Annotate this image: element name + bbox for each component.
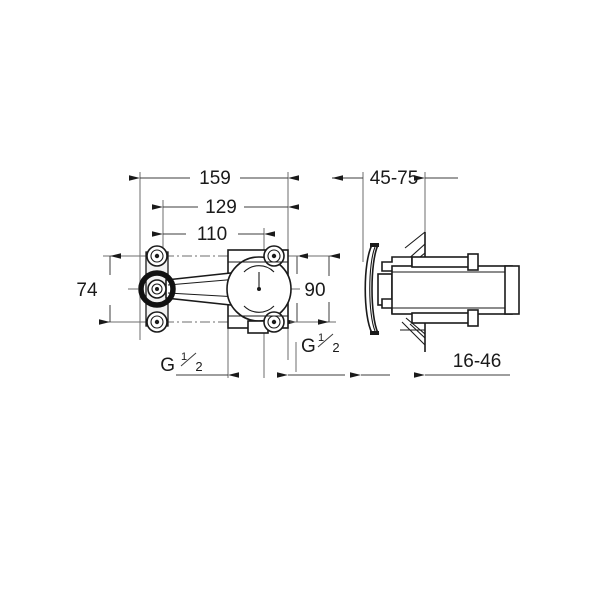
dimension-45-75: 45-75: [332, 168, 458, 262]
dimension-label-110: 110: [197, 224, 227, 245]
dimension-159: 159: [129, 168, 299, 189]
side-lower-rail: [411, 312, 475, 324]
thread-label-bl-denominator: 2: [195, 359, 202, 374]
cartridge-upper-arc: [243, 265, 275, 273]
dimension-label-159: 159: [199, 168, 231, 189]
thread-label-bottom-left: G 1 2: [160, 351, 239, 378]
dimension-16-46: 16-46: [350, 351, 510, 378]
dimension-129: 129: [152, 197, 299, 218]
dimension-90: 90: [280, 253, 340, 325]
escutcheon-bottom-cap: [370, 331, 379, 335]
side-end-flange-lower: [467, 309, 479, 327]
thread-label-br-denominator: 2: [332, 340, 339, 355]
cartridge-lower-arc: [243, 305, 275, 313]
side-end-cap: [504, 265, 520, 315]
side-upper-rail: [411, 256, 475, 268]
dimension-label-90: 90: [304, 280, 325, 301]
thread-label-bl-prefix: G: [160, 355, 175, 376]
side-main-body: [391, 265, 513, 315]
side-view-body: [364, 231, 520, 352]
thread-label-bl-numerator: 1: [181, 351, 187, 363]
cartridge-center-dot: [257, 287, 261, 291]
side-end-flange-upper: [467, 253, 479, 271]
dimension-110: 110: [152, 224, 275, 245]
thread-label-br-numerator: 1: [318, 332, 324, 344]
left-flange-ring: [138, 270, 176, 308]
dimension-label-16-46: 16-46: [453, 351, 502, 372]
dimension-label-74: 74: [76, 280, 98, 301]
front-view-body: [128, 245, 300, 334]
dimension-label-45-75: 45-75: [370, 168, 419, 189]
dimension-label-129: 129: [205, 197, 237, 218]
thread-label-br-prefix: G: [301, 336, 316, 357]
thread-label-bottom-right: G 1 2: [277, 332, 345, 378]
escutcheon-top-cap: [370, 243, 379, 247]
